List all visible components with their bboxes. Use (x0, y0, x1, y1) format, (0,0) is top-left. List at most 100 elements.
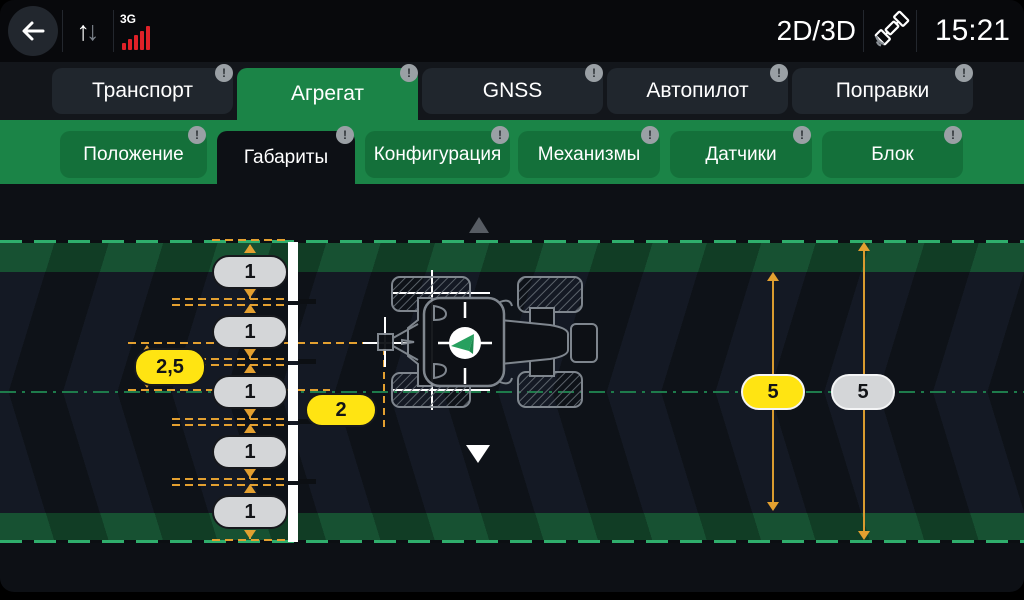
tab-gnss[interactable]: GNSS ! (422, 64, 603, 114)
warning-badge-icon: ! (188, 126, 206, 144)
signal-bars-icon (122, 26, 150, 50)
subtab-mechanisms[interactable]: Механизмы ! (518, 126, 660, 178)
measure-arrow-icon (767, 272, 779, 281)
section-gap-tick (298, 299, 316, 304)
section-boundary-line (172, 298, 287, 306)
satellite-icon (874, 10, 910, 47)
measure-arrow-icon (244, 424, 256, 433)
section-gap-tick (298, 479, 316, 484)
topbar-divider (916, 10, 917, 52)
topbar-divider (863, 10, 864, 52)
section-boundary-line (212, 239, 287, 241)
measure-arrow-icon (244, 349, 256, 358)
warning-badge-icon: ! (585, 64, 603, 82)
subtab-label: Блок (871, 143, 914, 165)
subtab-position[interactable]: Положение ! (60, 126, 207, 178)
measure-arrow-icon (244, 409, 256, 418)
vehicle-logo-icon (451, 334, 474, 354)
hitch-reference-line (383, 348, 385, 428)
section-boundary-line (172, 358, 287, 366)
measure-arrow-icon (244, 469, 256, 478)
back-button[interactable] (8, 6, 58, 56)
arrow-down-icon: ↓ (86, 15, 100, 46)
measure-arrow-icon (767, 502, 779, 511)
longitudinal-offset-value[interactable]: 2 (305, 393, 377, 427)
tab-corrections[interactable]: Поправки ! (792, 64, 973, 114)
cellular-signal-indicator: 3G (120, 12, 166, 52)
gnss-status-button[interactable] (868, 10, 912, 51)
warning-badge-icon: ! (641, 126, 659, 144)
section-boundary-line (172, 418, 287, 426)
pan-down-icon[interactable] (466, 445, 490, 463)
implement-section-segment (288, 242, 298, 301)
top-status-bar: ↑ ↓ 3G 2D/3D (0, 0, 1024, 62)
warning-badge-icon: ! (955, 64, 973, 82)
implement-section-segment (288, 425, 298, 481)
clock: 15:21 (934, 14, 1010, 47)
warning-badge-icon: ! (793, 126, 811, 144)
sub-tab-bar: Положение ! Габариты ! Конфигурация ! Ме… (0, 120, 1024, 184)
warning-badge-icon: ! (400, 64, 418, 82)
section-boundary-line (172, 478, 287, 486)
data-transfer-button[interactable]: ↑ ↓ (66, 0, 110, 62)
vehicle-reference-point (438, 302, 492, 384)
section-width-value[interactable]: 1 (212, 315, 288, 349)
network-type-label: 3G (120, 12, 137, 26)
section-gap-tick (298, 359, 316, 364)
tab-implement[interactable]: Агрегат ! (237, 64, 418, 120)
subtab-dimensions[interactable]: Габариты ! (217, 126, 355, 184)
section-width-value[interactable]: 1 (212, 435, 288, 469)
warning-badge-icon: ! (770, 64, 788, 82)
measure-arrow-icon (244, 364, 256, 373)
swath-edge-line-bottom (0, 540, 1024, 543)
lateral-offset-value[interactable]: 2,5 (134, 348, 206, 386)
back-arrow-icon (22, 21, 45, 41)
implement-section-segment (288, 365, 298, 421)
swath-edge-line-top (0, 240, 1024, 243)
section-gap-tick (298, 419, 316, 424)
tab-label: Поправки (835, 79, 930, 102)
subtab-label: Датчики (705, 143, 777, 165)
warning-badge-icon: ! (215, 64, 233, 82)
implement-dimensions-canvas: 1 1 1 1 1 2,5 2 (0, 184, 1024, 592)
section-boundary-line (212, 539, 287, 541)
warning-badge-icon: ! (491, 126, 509, 144)
section-width-value[interactable]: 1 (212, 255, 288, 289)
section-width-value[interactable]: 1 (212, 495, 288, 529)
guidance-center-line (0, 391, 1024, 393)
measure-arrow-icon (244, 530, 256, 539)
subtab-label: Конфигурация (373, 143, 502, 165)
measure-arrow-icon (858, 531, 870, 540)
tab-autopilot[interactable]: Автопилот ! (607, 64, 788, 114)
subtab-label: Положение (83, 143, 184, 165)
coverage-strip-bottom (0, 513, 1024, 541)
subtab-label: Габариты (243, 146, 329, 168)
view-mode-toggle[interactable]: 2D/3D (776, 15, 856, 46)
subtab-sensors[interactable]: Датчики ! (670, 126, 812, 178)
implement-section-segment (288, 485, 298, 542)
warning-badge-icon: ! (336, 126, 354, 144)
pan-up-icon[interactable] (469, 217, 489, 233)
tab-label: GNSS (482, 79, 543, 102)
subtab-configuration[interactable]: Конфигурация ! (365, 126, 510, 178)
topbar-divider (113, 10, 114, 52)
field-band (0, 242, 1024, 542)
measure-arrow-icon (244, 244, 256, 253)
coverage-width-value[interactable]: 5 (831, 374, 895, 410)
measure-arrow-icon (244, 484, 256, 493)
measure-arrow-icon (244, 304, 256, 313)
section-width-value[interactable]: 1 (212, 375, 288, 409)
working-width-value[interactable]: 5 (741, 374, 805, 410)
arrow-up-icon: ↑ (76, 15, 91, 46)
subtab-block[interactable]: Блок ! (822, 126, 963, 178)
topbar-divider (62, 10, 63, 52)
subtab-label: Механизмы (537, 143, 641, 165)
tab-label: Транспорт (92, 79, 193, 102)
implement-section-segment (288, 305, 298, 361)
measure-arrow-icon (858, 242, 870, 251)
main-tab-bar: Транспорт ! Агрегат ! GNSS ! Автопилот !… (0, 62, 1024, 120)
tab-label: Автопилот (646, 79, 749, 102)
coverage-strip-top (0, 243, 1024, 272)
tab-transport[interactable]: Транспорт ! (52, 64, 233, 114)
